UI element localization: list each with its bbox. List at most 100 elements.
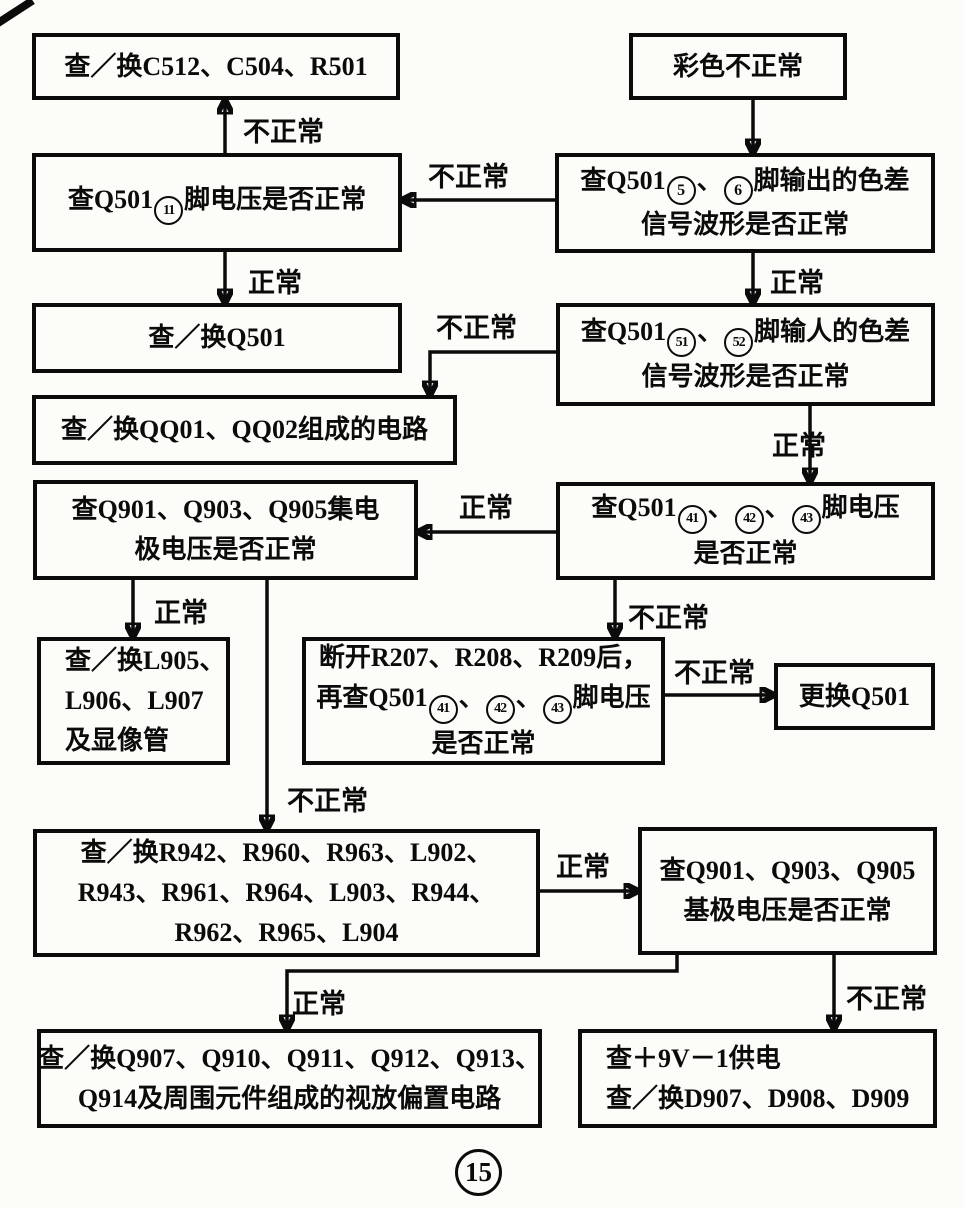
text-run: 查／换QQ01、QQ02组成的电路 xyxy=(61,415,428,444)
text-run: 信号波形是否正常 xyxy=(641,362,850,392)
flow-node-text-line: 查／换Q907、Q910、Q911、Q912、Q913、 xyxy=(38,1039,541,1079)
edge-label-abnormal: 不正常 xyxy=(846,984,927,1014)
edge-label-normal: 正常 xyxy=(772,431,826,461)
edge-label-abnormal: 不正常 xyxy=(243,117,324,147)
flow-node-replace-q501: 查／换Q501 xyxy=(32,303,402,373)
flow-node-replace-c512-c504-r501: 查／换C512、C504、R501 xyxy=(32,33,400,100)
text-run: 信号波形是否正常 xyxy=(640,210,849,240)
text-run: 查／换L905、 xyxy=(65,646,226,675)
flow-node-text-line: 查＋9V－1供电 xyxy=(606,1039,781,1079)
edge-label-normal: 正常 xyxy=(154,598,208,628)
text-run: 查Q501 xyxy=(67,184,154,214)
text-run: 脚电压 xyxy=(821,493,900,523)
text-run: 查Q501 xyxy=(580,316,667,346)
text-run: 再查Q501 xyxy=(316,683,428,713)
edge-label-abnormal: 不正常 xyxy=(628,603,709,633)
edge-label-abnormal: 不正常 xyxy=(674,658,755,688)
text-run: 查Q501 xyxy=(580,165,666,195)
circled-pin-number: 43 xyxy=(542,694,572,724)
flow-node-text-line: 查Q901、Q903、Q905集电 xyxy=(72,490,380,530)
text-run: 是否正常 xyxy=(431,728,536,758)
flow-node-replace-l905-l906-l907-crt: 查／换L905、 L906、L907 及显像管 xyxy=(37,637,230,765)
flow-node-text-line: 查／换L905、 xyxy=(65,641,225,681)
circled-pin-number: 42 xyxy=(485,694,515,724)
text-run: R943、R961、R964、L903、R944、 xyxy=(77,878,496,907)
flow-node-text-line: 彩色不正常 xyxy=(673,47,803,87)
text-run: 更换Q501 xyxy=(798,681,911,711)
text-run: 查／换Q501 xyxy=(148,323,286,352)
flow-node-text-line: R962、R965、L904 xyxy=(175,913,399,953)
text-run: 查／换D907、D908、D909 xyxy=(606,1083,910,1113)
flow-node-replace-r942-r965-l902-l904-group: 查／换R942、R960、R963、L902、 R943、R961、R964、L9… xyxy=(33,829,540,957)
text-run: 基极电压是否正常 xyxy=(683,896,892,925)
text-run: 查／换C512、C504、R501 xyxy=(64,51,368,81)
flow-node-check-9v1-supply-d907-d908-d909: 查＋9V－1供电查／换D907、D908、D909 xyxy=(578,1029,937,1128)
text-run: 、 xyxy=(696,165,723,195)
flow-node-text-line: 是否正常 xyxy=(431,724,535,764)
text-run: 查／换Q907、Q910、Q911、Q912、Q913、 xyxy=(38,1043,541,1073)
flow-node-text-line: 查／换R942、R960、R963、L902、 xyxy=(81,833,493,873)
text-run: 、 xyxy=(515,683,542,713)
flow-node-text-line: 断开R207、R208、R209后， xyxy=(319,638,648,678)
edge-label-abnormal: 不正常 xyxy=(428,162,509,192)
flow-node-text-line: 查／换C512、C504、R501 xyxy=(64,47,367,87)
flow-node-text-line: 查Q901、Q903、Q905 xyxy=(660,851,916,891)
flow-node-check-q901-q903-q905-collector-voltage: 查Q901、Q903、Q905集电极电压是否正常 xyxy=(33,480,418,580)
text-run: 断开R207、R208、R209后， xyxy=(318,643,649,673)
text-run: 极电压是否正常 xyxy=(134,535,317,564)
flow-node-text-line: 是否正常 xyxy=(693,534,797,574)
flow-node-replace-q907-q914-video-bias-circuit: 查／换Q907、Q910、Q911、Q912、Q913、 Q914及周围元件组成的… xyxy=(37,1029,542,1128)
text-run: 脚输人的色差 xyxy=(754,316,911,346)
flow-node-text-line: 更换Q501 xyxy=(799,677,910,717)
flow-node-color-abnormal-start: 彩色不正常 xyxy=(629,33,847,100)
circled-pin-number: 42 xyxy=(734,504,764,534)
text-run: Q914及周围元件组成的视放偏置电路 xyxy=(77,1083,502,1113)
text-run: 彩色不正常 xyxy=(672,51,803,81)
text-run: 脚电压 xyxy=(572,683,651,713)
edge-label-normal: 正常 xyxy=(556,852,610,882)
text-run: 是否正常 xyxy=(693,538,798,568)
circled-pin-number: 52 xyxy=(724,328,754,358)
flow-node-text-line: 极电压是否正常 xyxy=(134,530,316,570)
edge-label-abnormal: 不正常 xyxy=(287,786,368,816)
circled-pin-number: 43 xyxy=(791,504,821,534)
flow-node-text-line: 查／换D907、D908、D909 xyxy=(606,1079,909,1119)
flow-node-text-line: 信号波形是否正常 xyxy=(641,357,849,397)
flow-node-check-q901-q903-q905-base-voltage: 查Q901、Q903、Q905 基极电压是否正常 xyxy=(638,827,937,955)
text-run: 脚输出的色差 xyxy=(753,165,910,195)
edge-label-abnormal: 不正常 xyxy=(436,313,517,343)
edge-label-normal: 正常 xyxy=(292,989,346,1019)
text-run: 脚电压是否正常 xyxy=(184,184,367,214)
flow-node-replace-qq01-qq02-circuit: 查／换QQ01、QQ02组成的电路 xyxy=(32,395,457,465)
page-number: 15 xyxy=(465,1157,492,1187)
text-run: 查／换R942、R960、R963、L902、 xyxy=(80,838,493,867)
text-run: 、 xyxy=(764,493,791,523)
flow-node-text-line: Q914及周围元件组成的视放偏置电路 xyxy=(78,1079,501,1119)
page-number-badge: 15 xyxy=(455,1149,502,1196)
text-run: 查Q501 xyxy=(591,493,677,523)
circled-pin-number: 41 xyxy=(677,504,707,534)
text-run: L906、L907 xyxy=(65,686,204,715)
text-run: 、 xyxy=(697,316,724,346)
text-run: 查Q901、Q903、Q905集电 xyxy=(71,495,380,524)
text-run: 查Q901、Q903、Q905 xyxy=(659,856,916,885)
circled-pin-number: 11 xyxy=(154,196,184,226)
circled-pin-number: 5 xyxy=(666,176,696,206)
text-run: 查＋9V－1供电 xyxy=(606,1043,781,1073)
flow-node-text-line: 基极电压是否正常 xyxy=(683,891,891,931)
edge-label-normal: 正常 xyxy=(770,268,824,298)
edge-label-normal: 正常 xyxy=(248,268,302,298)
circled-pin-number: 51 xyxy=(667,328,697,358)
flow-node-text-line: 及显像管 xyxy=(65,721,169,761)
flow-node-text-line: 查／换QQ01、QQ02组成的电路 xyxy=(61,410,428,450)
circled-pin-number: 41 xyxy=(428,694,458,724)
flow-node-text-line: L906、L907 xyxy=(65,681,204,721)
